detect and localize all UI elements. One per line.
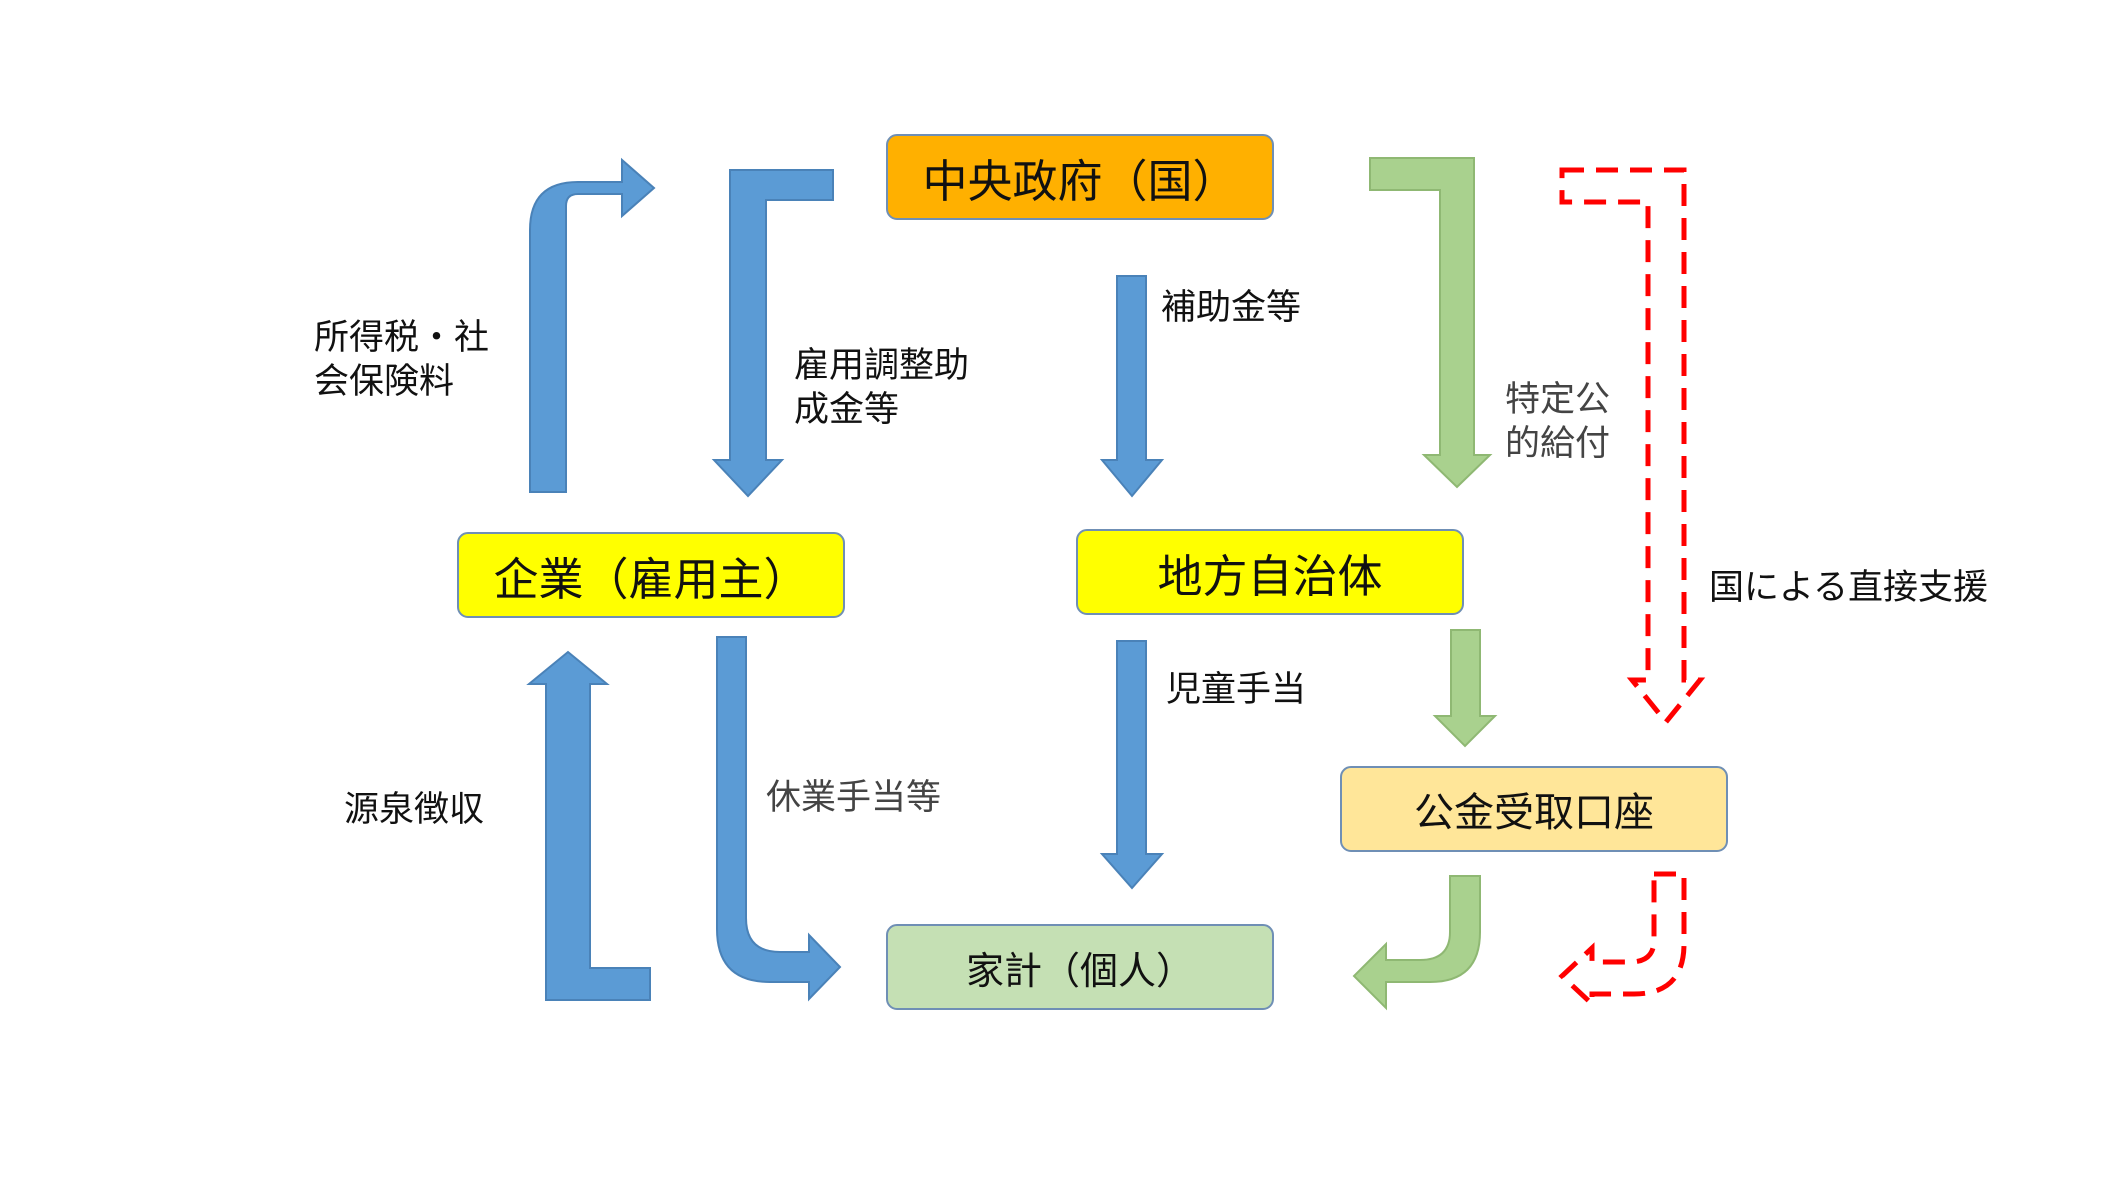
arrow-leave-allowance [716,636,842,1002]
public-account-node: 公金受取口座 [1340,766,1728,852]
arrow-subsidies [1099,275,1165,498]
label-specific-benefit-line1: 特定公 [1505,380,1611,420]
label-leave-allowance: 休業手当等 [766,776,941,820]
label-income-tax-line1: 所得税・社 [314,318,490,358]
label-employment-subsidy-line2: 成金等 [794,390,900,430]
arrow-direct-support-bottom [1558,871,1687,1010]
local-government-label: 地方自治体 [1157,549,1383,603]
label-child-allowance-text: 児童手当 [1166,670,1307,710]
label-withholding: 源泉徴収 [344,788,484,832]
arrow-income-tax [529,157,656,493]
arrow-direct-support-top [1559,167,1706,726]
label-employment-subsidy-line1: 雇用調整助 [794,346,970,386]
central-government-label: 中央政府（国） [922,154,1238,208]
employer-label: 企業（雇用主） [493,552,809,606]
label-subsidies-text: 補助金等 [1161,288,1302,328]
label-withholding-text: 源泉徴収 [344,790,485,830]
label-direct-support: 国による直接支援 [1709,566,1988,610]
label-income-tax: 所得税・社 会保険料 [314,316,489,404]
central-government-node: 中央政府（国） [886,134,1274,220]
arrow-account-to-household [1352,875,1481,1011]
household-node: 家計（個人） [886,924,1274,1010]
arrow-specific-benefit [1369,157,1493,489]
label-child-allowance: 児童手当 [1166,668,1306,712]
public-account-label: 公金受取口座 [1414,790,1654,836]
label-specific-benefit-line2: 的給付 [1505,424,1611,464]
employer-node: 企業（雇用主） [457,532,845,618]
local-government-node: 地方自治体 [1076,529,1464,615]
arrow-child-allowance [1099,640,1165,890]
label-specific-benefit: 特定公 的給付 [1505,378,1610,466]
label-employment-subsidy: 雇用調整助 成金等 [794,344,969,432]
label-leave-allowance-text: 休業手当等 [766,778,942,818]
label-income-tax-line2: 会保険料 [314,362,455,402]
arrow-employment-subsidy [711,169,834,498]
household-label: 家計（個人） [965,948,1194,993]
arrow-local-to-account [1432,629,1498,748]
label-subsidies: 補助金等 [1161,286,1301,330]
arrow-withholding [526,650,651,1001]
label-direct-support-text: 国による直接支援 [1709,568,1988,608]
